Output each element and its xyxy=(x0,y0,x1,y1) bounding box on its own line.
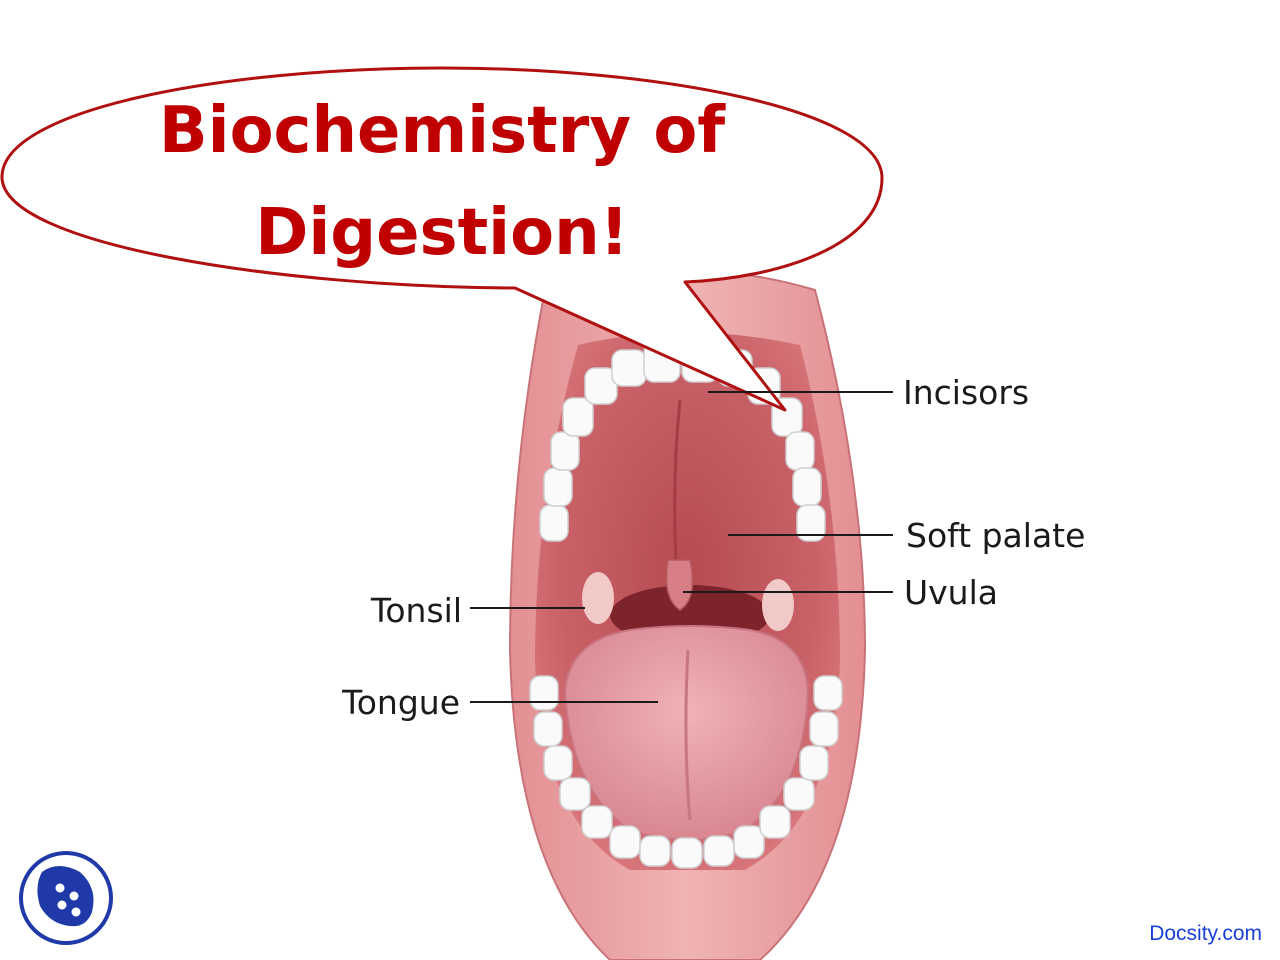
labels: Incisors Soft palate Uvula Tonsil Tongue xyxy=(341,373,1085,722)
label-tongue: Tongue xyxy=(341,683,460,722)
title-line-1: Biochemistry of xyxy=(159,94,726,168)
palate-ridge xyxy=(673,399,682,561)
mouth-illustration xyxy=(508,269,867,960)
tonsil-left xyxy=(582,572,614,624)
tonsil-right xyxy=(762,579,794,631)
speech-bubble: Biochemistry of Digestion! xyxy=(0,66,884,412)
label-tonsil: Tonsil xyxy=(370,591,462,630)
docsity-watermark[interactable]: Docsity.com xyxy=(1149,922,1262,945)
label-incisors: Incisors xyxy=(903,373,1029,412)
label-soft-palate: Soft palate xyxy=(906,516,1085,555)
tongue-median-groove xyxy=(684,649,692,821)
speech-bubble-outline xyxy=(0,66,884,412)
leader-lines xyxy=(470,391,893,703)
title-line-2: Digestion! xyxy=(255,196,629,270)
lower-teeth xyxy=(529,675,843,869)
docsity-logo-icon xyxy=(19,851,113,945)
label-uvula: Uvula xyxy=(904,573,998,612)
uvula-shape xyxy=(665,559,694,611)
